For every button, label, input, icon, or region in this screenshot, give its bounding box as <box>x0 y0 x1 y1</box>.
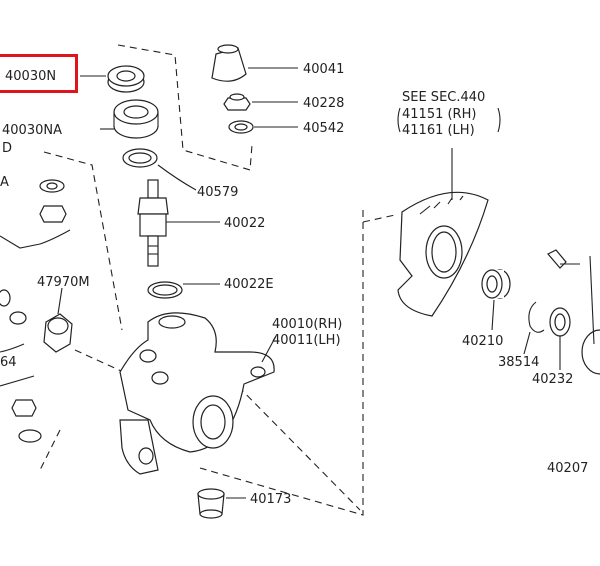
part-40542-washer[interactable] <box>228 120 298 134</box>
label-40210[interactable]: 40210 <box>462 334 503 349</box>
label-40232[interactable]: 40232 <box>532 372 573 387</box>
label-40173[interactable]: 40173 <box>250 492 291 507</box>
part-left-cutoff <box>0 179 71 443</box>
label-40228[interactable]: 40228 <box>303 96 344 111</box>
part-40030n-bearing[interactable] <box>80 65 145 93</box>
part-40579-ring[interactable] <box>122 148 197 191</box>
label-cut-64: 64 <box>0 355 17 370</box>
label-40022[interactable]: 40022 <box>224 216 265 231</box>
highlight-box-40030n <box>0 54 78 93</box>
label-40579[interactable]: 40579 <box>197 185 238 200</box>
part-40030na-bearing[interactable] <box>100 99 159 139</box>
part-40173-boot[interactable] <box>197 488 246 519</box>
label-40041[interactable]: 40041 <box>303 62 344 77</box>
part-41151-backing-plate[interactable] <box>397 148 489 317</box>
label-40011-lh[interactable]: 40011(LH) <box>272 333 341 348</box>
label-40030n[interactable]: 40030N <box>5 69 56 84</box>
part-40022-kingpin[interactable] <box>137 179 220 267</box>
part-40022e-ring[interactable] <box>147 281 220 299</box>
label-47970m[interactable]: 47970M <box>37 275 90 290</box>
part-40041-boot[interactable] <box>211 44 298 82</box>
label-38514[interactable]: 38514 <box>498 355 539 370</box>
label-40010-rh[interactable]: 40010(RH) <box>272 317 342 332</box>
part-38514-snap-ring[interactable] <box>523 301 545 355</box>
label-40030na[interactable]: 40030NA <box>2 123 62 138</box>
part-40210-bearing[interactable] <box>481 269 511 331</box>
label-40022e[interactable]: 40022E <box>224 277 274 292</box>
label-41151-rh[interactable]: 41151 (RH) <box>402 107 476 122</box>
label-40542[interactable]: 40542 <box>303 121 344 136</box>
part-47970m-nut[interactable] <box>43 287 73 353</box>
label-see-sec-440[interactable]: SEE SEC.440 <box>402 90 485 105</box>
label-41161-lh[interactable]: 41161 (LH) <box>402 123 475 138</box>
part-labels: 40030N 40030NA 40041 40228 40542 40579 4… <box>0 62 588 507</box>
part-40207-hub[interactable] <box>547 249 600 375</box>
label-cut-d: D <box>2 141 12 156</box>
part-40232-seal[interactable] <box>549 307 571 370</box>
label-40207[interactable]: 40207 <box>547 461 588 476</box>
label-cut-a: A <box>0 175 9 190</box>
part-40010-knuckle[interactable] <box>119 312 277 475</box>
part-40228-nut[interactable] <box>223 93 298 111</box>
rh-lh-bracket <box>397 107 501 133</box>
